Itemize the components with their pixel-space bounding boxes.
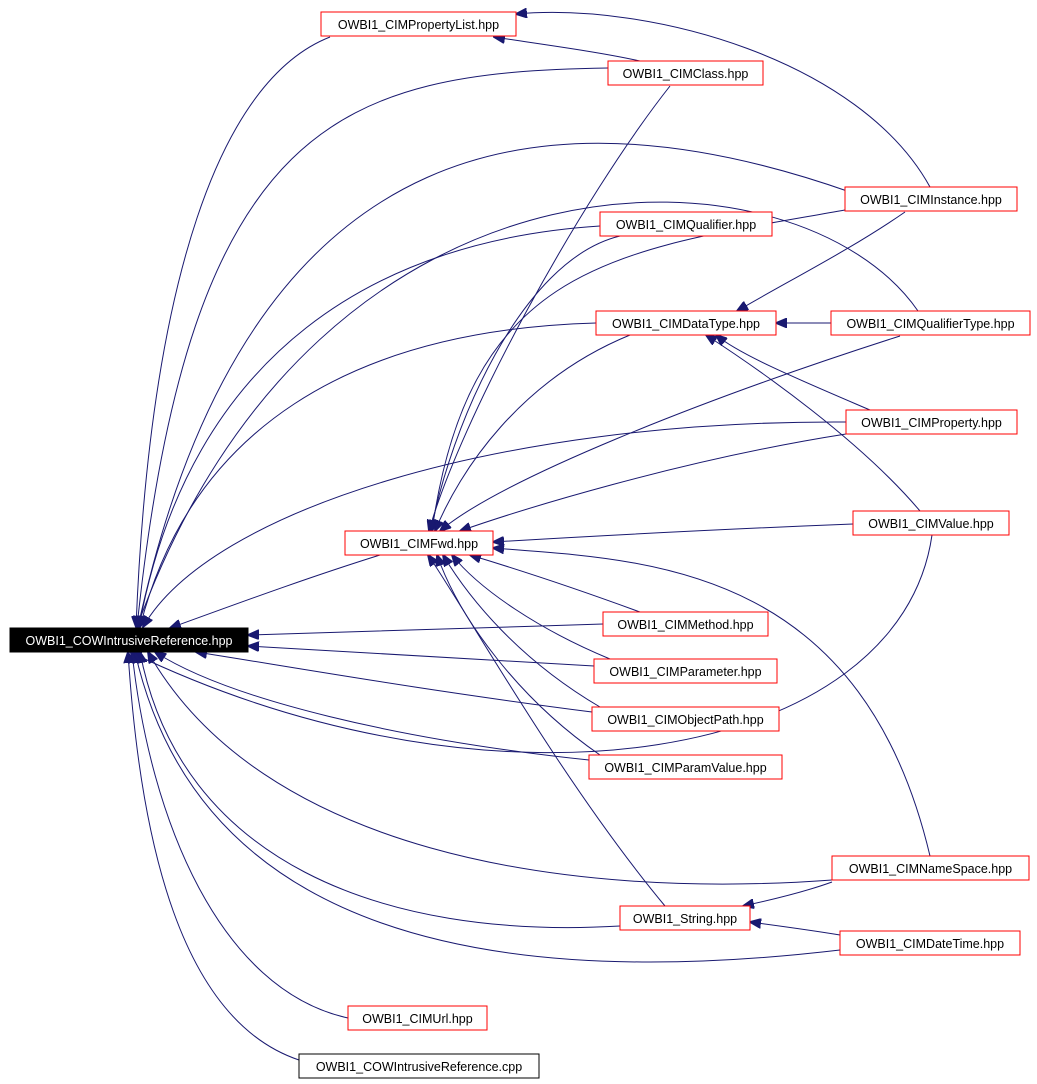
edge-cim_property-to-cow_ref	[143, 421, 847, 627]
edge-cim_qualifier-to-cim_fwd	[431, 235, 621, 531]
node-cim-fwd[interactable]: OWBI1_CIMFwd.hpp	[344, 530, 494, 556]
node-label: OWBI1_CIMObjectPath.hpp	[607, 713, 763, 727]
edge-cim_datatype-to-cim_fwd	[435, 334, 631, 531]
node-label: OWBI1_COWIntrusiveReference.hpp	[25, 634, 232, 648]
node-owbi-string[interactable]: OWBI1_String.hpp	[619, 905, 751, 931]
node-box	[844, 186, 1018, 212]
node-box	[298, 1053, 540, 1079]
edge-cim_url-to-cow_ref	[132, 652, 349, 1019]
edge-cim_value-to-cow_ref	[130, 534, 933, 754]
node-box	[9, 627, 249, 653]
edge-cim_objpath-to-cim_fwd	[443, 555, 601, 708]
node-cim-datatype[interactable]: OWBI1_CIMDataType.hpp	[595, 310, 777, 336]
node-cim-class[interactable]: OWBI1_CIMClass.hpp	[607, 60, 764, 86]
node-cim-value[interactable]: OWBI1_CIMValue.hpp	[852, 510, 1010, 536]
edge-cim_property-to-cim_datatype	[716, 335, 871, 411]
edge-cim_datetime-to-cow_ref	[135, 652, 841, 963]
edge-cim_instance-to-cim_fwd	[432, 209, 846, 531]
node-label: OWBI1_CIMFwd.hpp	[360, 537, 478, 551]
node-box	[595, 310, 777, 336]
edge-cim_value-to-cim_datatype	[706, 335, 921, 512]
node-cim-property[interactable]: OWBI1_CIMProperty.hpp	[845, 409, 1018, 435]
node-prop-list[interactable]: OWBI1_CIMPropertyList.hpp	[320, 11, 517, 37]
node-box	[839, 930, 1021, 956]
node-label: OWBI1_CIMQualifierType.hpp	[846, 317, 1014, 331]
node-cim-namespace[interactable]: OWBI1_CIMNameSpace.hpp	[831, 855, 1030, 881]
file-nodes: OWBI1_COWIntrusiveReference.hppOWBI1_CIM…	[9, 11, 1031, 1079]
node-box	[602, 611, 769, 637]
node-cim-objpath[interactable]: OWBI1_CIMObjectPath.hpp	[591, 706, 780, 732]
edge-cim_method-to-cim_fwd	[470, 555, 641, 613]
edge-cim_value-to-cim_fwd	[493, 523, 854, 542]
edge-cim_namespace-to-cow_ref	[148, 652, 833, 885]
edge-cim_method-to-cow_ref	[248, 623, 604, 635]
edge-cim_qualtype-to-cow_ref	[137, 201, 919, 627]
edge-cim_paramvalue-to-cow_ref	[155, 652, 590, 761]
node-label: OWBI1_CIMPropertyList.hpp	[338, 18, 499, 32]
edge-cim_property-to-cim_fwd	[460, 433, 847, 531]
node-box	[344, 530, 494, 556]
edge-cim_instance-to-prop_list	[516, 12, 931, 188]
node-cim-qualtype[interactable]: OWBI1_CIMQualifierType.hpp	[830, 310, 1031, 336]
edge-cim_instance-to-cow_ref	[138, 142, 851, 627]
node-label: OWBI1_CIMDateTime.hpp	[856, 937, 1004, 951]
edge-owbi_string-to-cim_fwd	[428, 555, 666, 907]
node-label: OWBI1_COWIntrusiveReference.cpp	[316, 1060, 522, 1074]
edge-owbi_string-to-cow_ref	[140, 652, 621, 929]
node-box	[607, 60, 764, 86]
node-label: OWBI1_CIMProperty.hpp	[861, 416, 1002, 430]
node-box	[619, 905, 751, 931]
edge-cim_class-to-prop_list	[494, 37, 641, 62]
node-box	[830, 310, 1031, 336]
node-label: OWBI1_CIMParameter.hpp	[609, 665, 761, 679]
node-cim-datetime[interactable]: OWBI1_CIMDateTime.hpp	[839, 930, 1021, 956]
edge-cim_objpath-to-cow_ref	[196, 652, 593, 713]
edge-cim_parameter-to-cow_ref	[248, 646, 595, 667]
node-cow-ref[interactable]: OWBI1_COWIntrusiveReference.hpp	[9, 627, 249, 653]
node-label: OWBI1_CIMValue.hpp	[868, 517, 994, 531]
node-label: OWBI1_String.hpp	[633, 912, 737, 926]
node-label: OWBI1_CIMQualifier.hpp	[616, 218, 756, 232]
node-cim-paramvalue[interactable]: OWBI1_CIMParamValue.hpp	[588, 754, 783, 780]
edge-cim_datetime-to-owbi_string	[750, 922, 841, 936]
node-cim-url[interactable]: OWBI1_CIMUrl.hpp	[347, 1005, 488, 1031]
node-box	[320, 11, 517, 37]
edge-cim_qualtype-to-cim_fwd	[440, 335, 901, 531]
edge-cow_ref_cpp-to-cow_ref	[128, 652, 300, 1061]
node-label: OWBI1_CIMUrl.hpp	[362, 1012, 472, 1026]
node-label: OWBI1_CIMClass.hpp	[623, 67, 749, 81]
edge-cim_qualifier-to-cow_ref	[139, 225, 601, 627]
edge-cim_class-to-cim_fwd	[429, 85, 671, 531]
node-cow-ref-cpp[interactable]: OWBI1_COWIntrusiveReference.cpp	[298, 1053, 540, 1079]
node-cim-instance[interactable]: OWBI1_CIMInstance.hpp	[844, 186, 1018, 212]
edge-cim_namespace-to-cim_fwd	[493, 548, 931, 857]
edge-cim_datatype-to-cow_ref	[140, 322, 597, 627]
edge-cim_parameter-to-cim_fwd	[452, 555, 611, 660]
node-box	[852, 510, 1010, 536]
edge-cim_paramvalue-to-cim_fwd	[437, 555, 601, 756]
node-box	[845, 409, 1018, 435]
node-label: OWBI1_CIMNameSpace.hpp	[849, 862, 1012, 876]
edge-cim_class-to-cow_ref	[137, 67, 609, 627]
node-cim-qualifier[interactable]: OWBI1_CIMQualifier.hpp	[599, 211, 773, 237]
dependency-edges	[128, 12, 933, 1061]
edge-cim_fwd-to-cow_ref	[170, 554, 381, 628]
node-cim-method[interactable]: OWBI1_CIMMethod.hpp	[602, 611, 769, 637]
node-box	[347, 1005, 488, 1031]
node-box	[588, 754, 783, 780]
node-box	[831, 855, 1030, 881]
node-label: OWBI1_CIMInstance.hpp	[860, 193, 1002, 207]
node-box	[599, 211, 773, 237]
node-label: OWBI1_CIMParamValue.hpp	[604, 761, 766, 775]
node-label: OWBI1_CIMMethod.hpp	[617, 618, 753, 632]
node-box	[591, 706, 780, 732]
edge-cim_instance-to-cim_datatype	[737, 211, 906, 311]
edge-cim_namespace-to-owbi_string	[743, 881, 833, 906]
node-cim-parameter[interactable]: OWBI1_CIMParameter.hpp	[593, 658, 778, 684]
node-label: OWBI1_CIMDataType.hpp	[612, 317, 760, 331]
node-box	[593, 658, 778, 684]
edge-prop_list-to-cow_ref	[136, 36, 331, 627]
